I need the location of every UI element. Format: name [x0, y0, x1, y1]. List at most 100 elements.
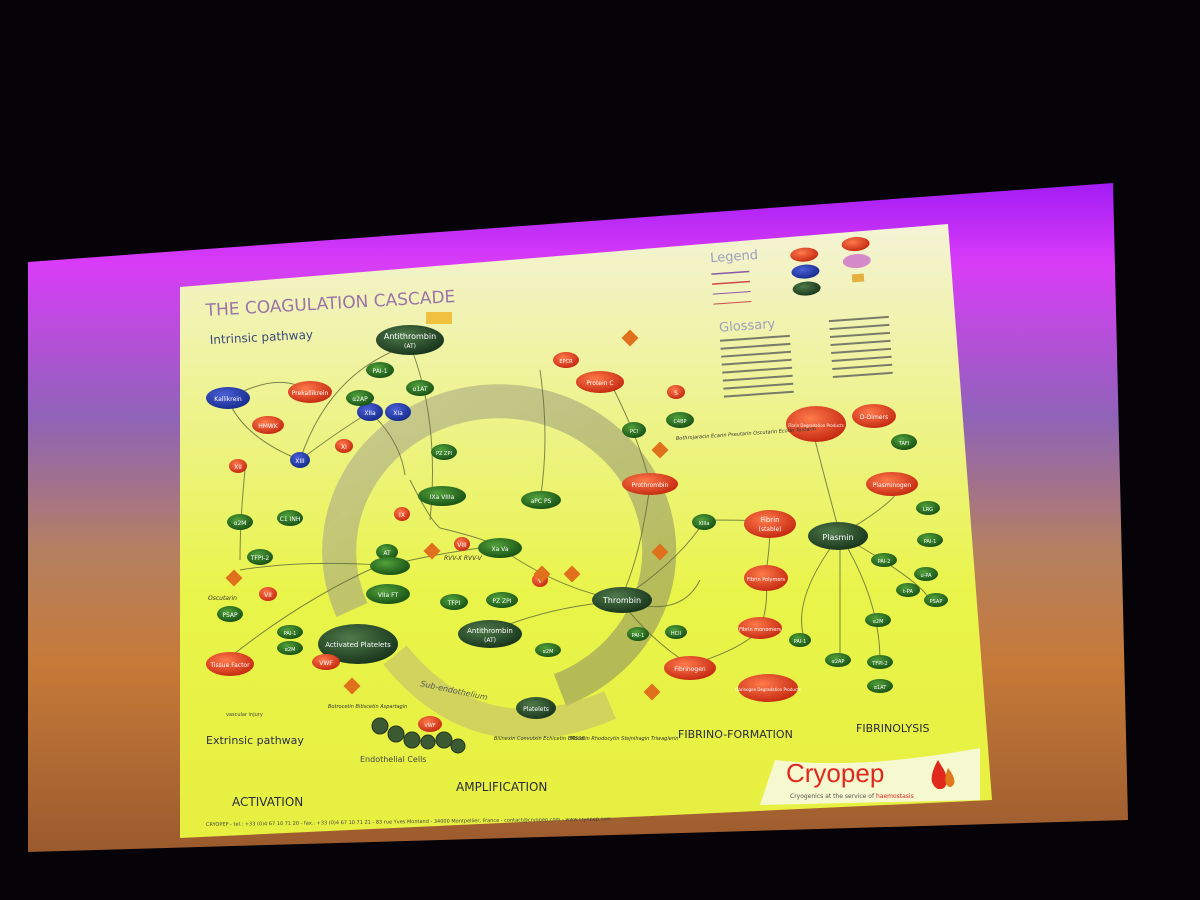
svg-text:HCII: HCII [671, 631, 681, 637]
node-kallikrein: Kallikrein [206, 387, 250, 409]
node-pai1-left: PAI-1 [277, 625, 303, 639]
phase-fibrinolysis: FIBRINOLYSIS [856, 722, 930, 735]
node-tfpi-center: TFPI [440, 594, 468, 610]
svg-text:α2M: α2M [285, 647, 296, 653]
svg-text:TFPI-2: TFPI-2 [250, 555, 270, 562]
svg-text:aPC PS: aPC PS [531, 498, 552, 505]
glossary-title: Glossary [719, 317, 776, 336]
node-psap-left: PSAP [217, 606, 243, 622]
node-viia-ft [370, 557, 410, 575]
svg-text:VIII: VIII [457, 542, 467, 549]
node-fibrin-monomers: Fibrin monomers [738, 617, 782, 639]
node-thrombin: Thrombin [592, 587, 652, 613]
svg-text:t-PA: t-PA [903, 589, 913, 595]
endothelial-cells-label: Endothelial Cells [360, 755, 426, 764]
node-pz-zpi: PZ ZPI [486, 592, 518, 608]
venom-tag [426, 312, 452, 324]
legend-title: Legend [710, 248, 759, 266]
node-a1at-right: α1AT [867, 679, 893, 693]
node-a2ap: α2AP [346, 390, 374, 406]
svg-text:Fibrin Polymers: Fibrin Polymers [747, 577, 786, 583]
svg-text:EPCR: EPCR [559, 359, 573, 365]
svg-text:PAI-1: PAI-1 [632, 633, 645, 639]
svg-text:u-PA: u-PA [920, 573, 932, 579]
node-xiiia: XIIIa [692, 514, 716, 530]
node-plasminogen: Plasminogen [866, 472, 918, 496]
svg-text:LRG: LRG [923, 507, 933, 513]
node-xii: XII [229, 459, 247, 473]
node-tfpi2-left: TFPI-2 [247, 549, 273, 565]
svg-text:Prekallikrein: Prekallikrein [292, 390, 329, 397]
phase-fibrino-formation: FIBRINO-FORMATION [678, 728, 793, 741]
extrinsic-pathway-label: Extrinsic pathway [206, 734, 304, 747]
svg-text:AT: AT [383, 550, 391, 557]
node-a2m-left: α2M [227, 514, 253, 530]
phase-activation: ACTIVATION [232, 795, 303, 809]
node-xiii-left: XIII [290, 452, 310, 468]
brand-tagline-em: haemostasis [876, 793, 914, 800]
svg-text:Kallikrein: Kallikrein [214, 396, 242, 403]
vascular-injury-label: vascular injury [226, 712, 263, 718]
node-upa: u-PA [914, 567, 938, 581]
node-viii: VIII [454, 537, 470, 551]
brand-tagline: Cryogenics at the service of [790, 793, 876, 800]
node-tissue-factor: Tissue Factor [206, 652, 254, 676]
intrinsic-pathway-label: Intrinsic pathway [209, 328, 313, 347]
node-xiia: XIIa [357, 403, 383, 421]
svg-text:α2M: α2M [234, 520, 247, 527]
svg-text:α2M: α2M [543, 649, 554, 655]
venom-botrocetin: Botrocetin Bitiscetin Aspartagin [328, 704, 407, 710]
node-pci: PCI [622, 422, 646, 438]
svg-text:Fibrin monomers: Fibrin monomers [739, 627, 781, 633]
node-tfpi2-right: TFPI-2 [867, 655, 893, 669]
svg-text:XI: XI [341, 444, 347, 451]
svg-text:VII: VII [264, 592, 272, 599]
svg-text:Fibrinogen: Fibrinogen [674, 666, 706, 673]
svg-text:Plasminogen: Plasminogen [873, 482, 912, 489]
svg-text:Fibrin Degradation Products: Fibrin Degradation Products [788, 423, 844, 428]
svg-text:C1 INH: C1 INH [280, 516, 301, 523]
svg-text:α1AT: α1AT [412, 386, 427, 393]
svg-text:XIa: XIa [393, 410, 403, 417]
node-antithrombin-mid: Antithrombin (AT) [458, 620, 522, 648]
snake-venom-icons [225, 329, 669, 701]
node-c4bp: C4BP [666, 412, 694, 428]
svg-text:XIIa: XIIa [364, 410, 376, 417]
svg-text:TAFI: TAFI [898, 441, 909, 447]
node-vwf-bottom: VWF [418, 716, 442, 732]
venom-oscutarin: Oscutarin [208, 595, 237, 602]
svg-text:V: V [538, 578, 543, 585]
svg-text:VIIa FT: VIIa FT [378, 592, 399, 599]
node-pai1-fibrinolysis: PAI-1 [789, 633, 811, 647]
svg-text:IX: IX [399, 512, 405, 519]
svg-text:PAI-1: PAI-1 [794, 639, 807, 645]
node-s: S [667, 385, 685, 399]
node-viia-ft-main: VIIa FT [366, 584, 410, 604]
node-xi: XI [335, 439, 353, 453]
node-fibrin-degradation: Fibrin Degradation Products [786, 406, 846, 442]
svg-text:PCI: PCI [630, 429, 638, 435]
venom-mucetin: Mucetin Rhodocytin Stejnihagin Triwagler… [570, 736, 678, 742]
svg-text:XIII: XIII [295, 458, 305, 465]
node-hmwk: HMWK [252, 416, 284, 434]
node-epcr: EPCR [553, 352, 579, 368]
node-a2m-right: α2M [865, 613, 891, 627]
node-fibrinogen: Fibrinogen [664, 656, 716, 680]
node-protein-c: Protein C [576, 371, 624, 393]
node-fibrinogen-degradation: Fibrinogen Degradation Products [735, 674, 801, 702]
svg-text:Activated Platelets: Activated Platelets [325, 641, 391, 649]
cascade-ring [322, 384, 677, 739]
svg-text:Fibrin: Fibrin [760, 516, 779, 524]
svg-text:Xa Va: Xa Va [491, 546, 508, 553]
svg-text:VWF: VWF [319, 660, 333, 667]
node-ix: IX [394, 507, 410, 521]
node-tafi: TAFI [891, 434, 917, 450]
svg-text:S: S [674, 390, 678, 397]
node-apc-ps: aPC PS [521, 491, 561, 509]
node-at: AT [376, 544, 398, 560]
node-antithrombin-top: Antithrombin (AT) [376, 325, 444, 355]
svg-text:Protein C: Protein C [586, 380, 613, 387]
node-a2m-left-low: α2M [277, 641, 303, 655]
svg-text:(AT): (AT) [484, 637, 496, 644]
